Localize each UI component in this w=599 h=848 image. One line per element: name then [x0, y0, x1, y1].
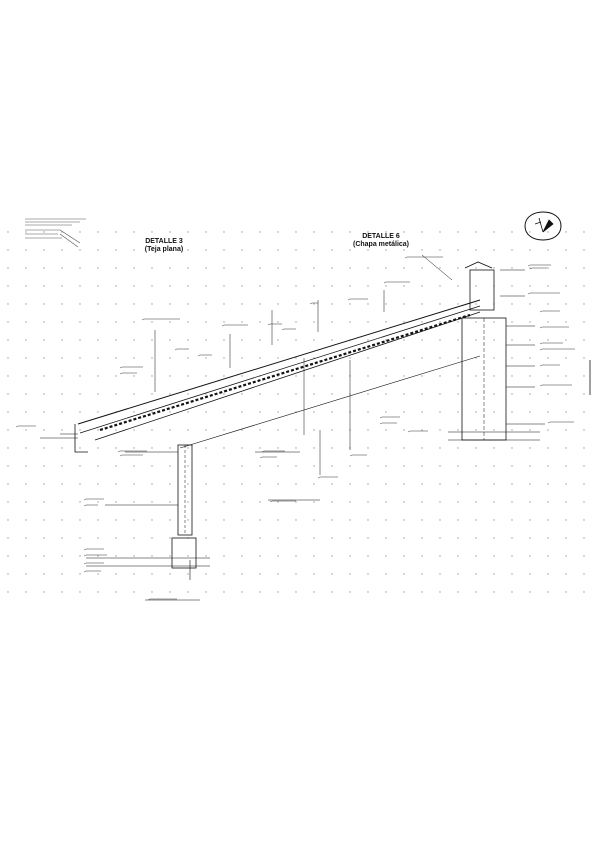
handwritten-annotations [15, 256, 575, 601]
roof-section [40, 254, 591, 601]
detail-6-name: DETALLE 6 [362, 233, 400, 240]
detail-6-title: DETALLE 6 (Chapa metálica) [343, 233, 419, 249]
north-arrow-icon [524, 211, 562, 241]
detail-3-title: DETALLE 3 (Teja plana) [138, 238, 190, 254]
dot-grid [7, 231, 585, 593]
detail-3-subtitle: (Teja plana) [144, 246, 184, 253]
legend-block [25, 218, 86, 248]
detail-3-name: DETALLE 3 [145, 238, 183, 245]
detail-6-subtitle: (Chapa metálica) [352, 241, 410, 248]
